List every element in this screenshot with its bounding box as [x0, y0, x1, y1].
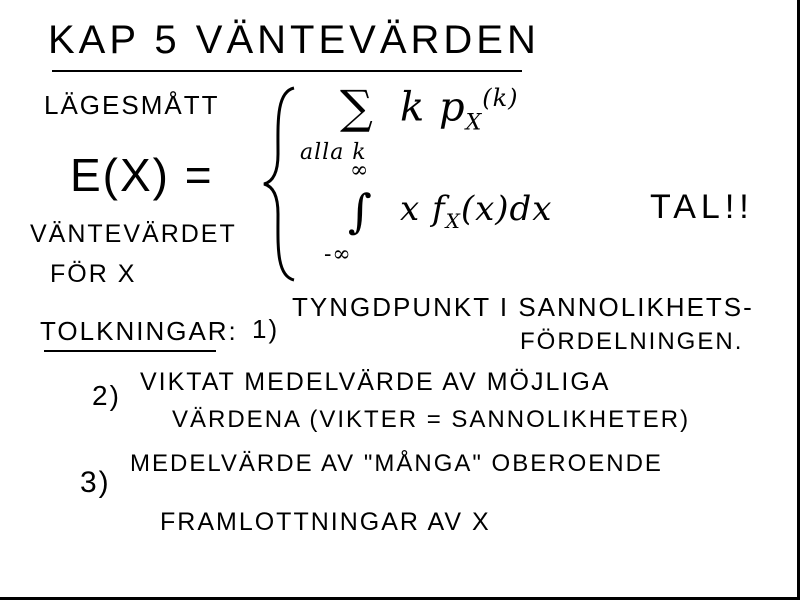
interpretation-3-line1: MEDELVÄRDE AV "MÅNGA" OBEROENDE [130, 450, 663, 477]
expectation-lhs: E(X) = [70, 149, 214, 201]
sum-symbol: ∑ [340, 80, 374, 134]
sum-term: k pX(k) [400, 86, 519, 134]
integral-term-text: x f [400, 189, 446, 229]
interpretation-1-line2: FÖRDELNINGEN. [520, 328, 744, 355]
sum-index: alla k [300, 140, 367, 165]
interpretation-3-number: 3) [80, 466, 111, 499]
interpretations-heading: TOLKNINGAR: [40, 316, 238, 346]
integral-symbol: ∫ [348, 184, 373, 238]
integral-term-arg: (x)dx [460, 189, 553, 229]
brace [263, 86, 295, 282]
note-tal: TAL!! [650, 188, 754, 226]
expectation-label-1: VÄNTEVÄRDET [30, 220, 237, 248]
sum-term-arg: (k) [482, 84, 519, 112]
integral-term: x fX(x)dx [400, 192, 552, 231]
interpretation-1-line1: TYNGDPUNKT I SANNOLIKHETS- [292, 292, 754, 322]
title-underline [52, 70, 522, 72]
section-heading: LÄGESMÅTT [44, 90, 220, 120]
expectation-label-2: FÖR X [50, 260, 137, 288]
page-title: KAP 5 VÄNTEVÄRDEN [48, 18, 540, 62]
interpretation-2-line2: VÄRDENA (VIKTER = SANNOLIKHETER) [172, 406, 691, 433]
interpretation-2-number: 2) [92, 380, 121, 411]
interpretations-underline [44, 350, 216, 352]
interpretation-3-line2: FRAMLOTTNINGAR AV X [160, 508, 491, 536]
interpretation-1-number: 1) [252, 314, 280, 344]
interpretation-2-line1: VIKTAT MEDELVÄRDE AV MÖJLIGA [140, 368, 611, 396]
integral-term-sub: X [445, 208, 461, 233]
sum-term-sub: X [465, 110, 483, 136]
integral-lower: -∞ [324, 242, 352, 267]
integral-upper: ∞ [350, 158, 370, 183]
sum-term-text: k p [400, 84, 466, 131]
